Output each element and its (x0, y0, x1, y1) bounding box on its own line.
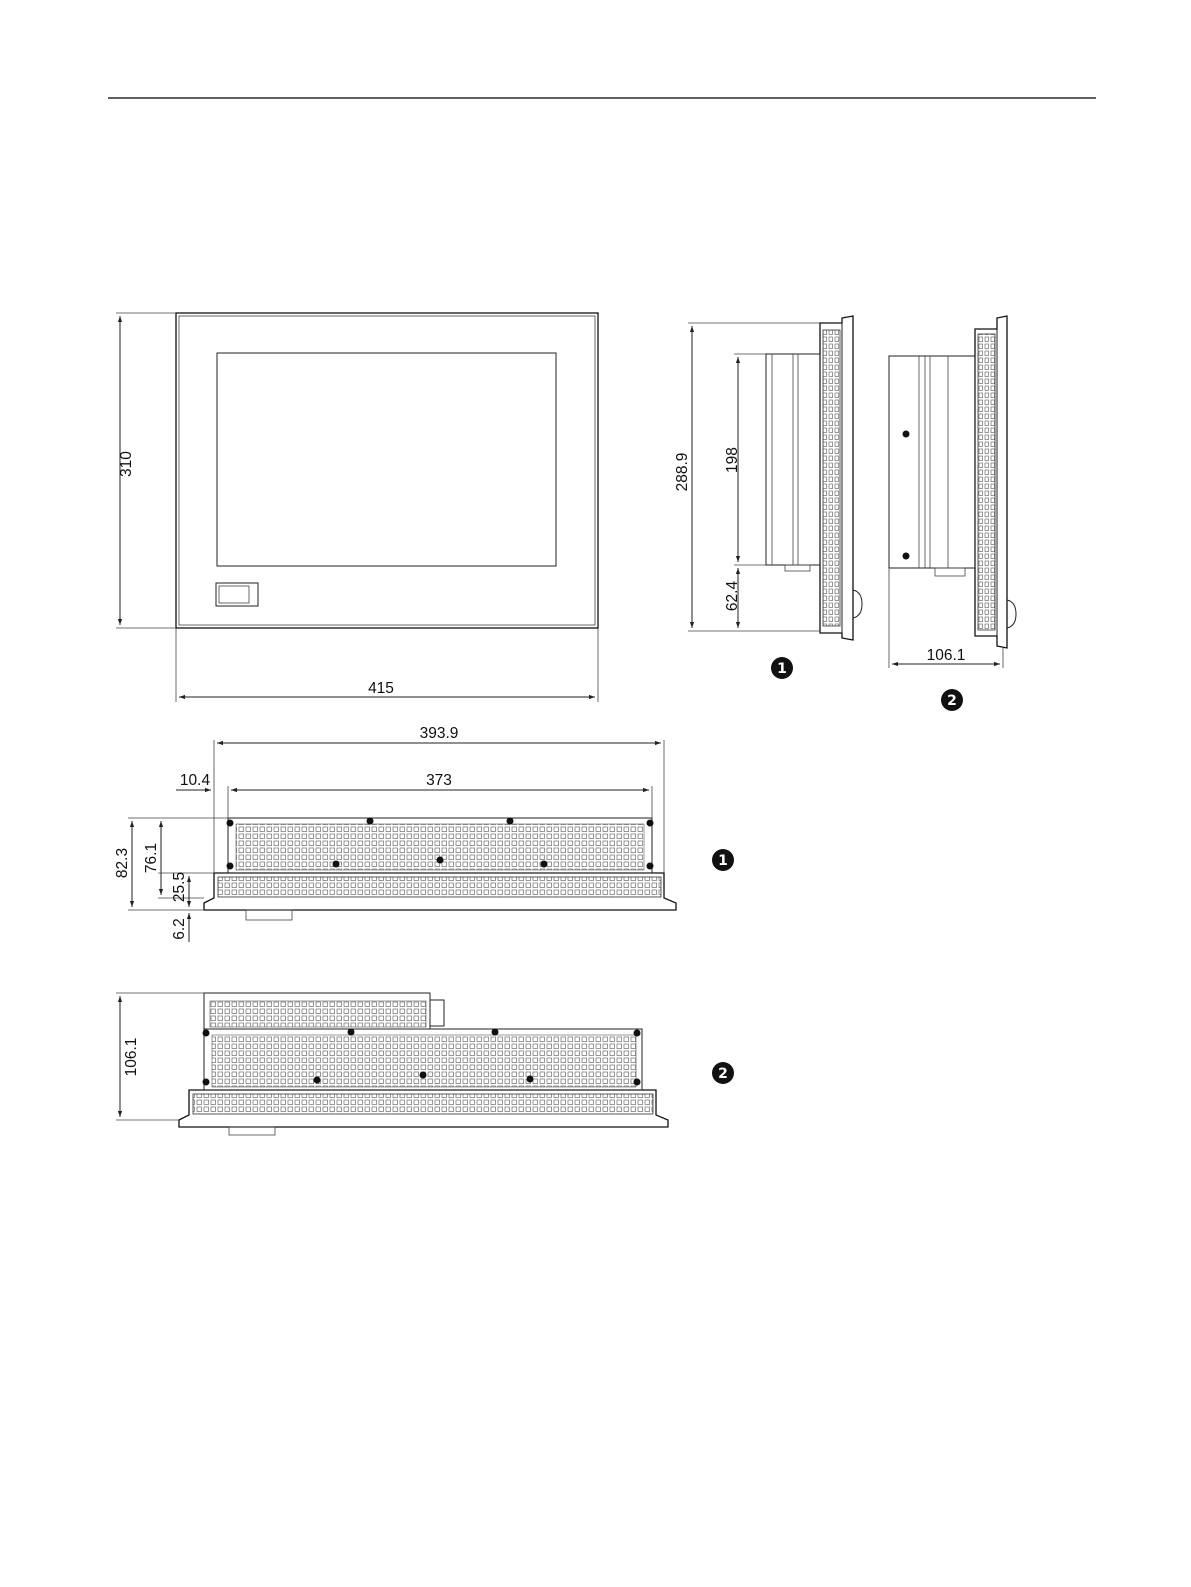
top-view-2: 106.1 2 (116, 993, 734, 1135)
dim-side2-depth: 106.1 (927, 647, 966, 664)
dim-front-height: 310 (118, 451, 135, 477)
dim-top-width-inner: 373 (426, 772, 452, 789)
dim-top-width-outer: 393.9 (420, 725, 459, 742)
side-view-2: 106.1 2 (889, 316, 1016, 711)
dim-side1-bottom: 62.4 (724, 581, 741, 612)
dim-top-offset: 10.4 (180, 772, 211, 789)
dim-side1-height: 288.9 (674, 453, 691, 492)
side-view-1: 288.9 198 62.4 1 (674, 316, 862, 679)
top-view-1: 393.9 373 10.4 82.3 76.1 25.5 6.2 1 (114, 725, 734, 942)
dim-front-width: 415 (368, 680, 394, 697)
usb-port (216, 583, 258, 606)
dim-top-depth-frame: 25.5 (171, 872, 188, 902)
dim-top-depth-housing: 76.1 (143, 843, 160, 873)
dim-bottom-depth: 106.1 (123, 1038, 140, 1077)
callout-2-top-label: 2 (718, 1066, 728, 1082)
dim-top-depth-total: 82.3 (114, 848, 131, 878)
dim-top-depth-front: 6.2 (171, 918, 188, 940)
callout-1-side-label: 1 (777, 661, 787, 677)
callout-1-top-label: 1 (718, 853, 728, 869)
front-panel-outer (176, 313, 598, 628)
usb-port-inner (219, 586, 249, 603)
dim-side1-housing: 198 (724, 447, 741, 473)
display-area (217, 353, 556, 566)
front-view: 310 415 (116, 313, 598, 702)
front-panel-inner (179, 316, 595, 625)
callout-2-side-label: 2 (947, 693, 957, 709)
